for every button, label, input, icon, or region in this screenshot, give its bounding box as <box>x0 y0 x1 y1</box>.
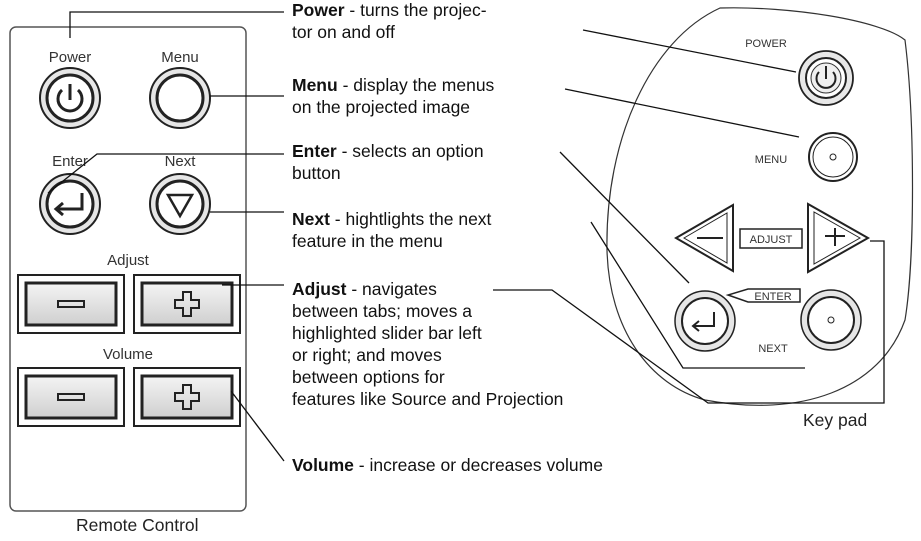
next-desc-line2: feature in the menu <box>292 231 443 251</box>
remote-power-button[interactable] <box>39 67 101 129</box>
keypad-enter-button[interactable] <box>674 290 736 352</box>
enter-term: Enter <box>292 141 337 161</box>
power-desc-line1: - turns the projec- <box>344 0 487 20</box>
adjust-desc-line4: or right; and moves <box>292 345 442 365</box>
enter-description: Enter - selects an option button <box>292 140 484 184</box>
remote-menu-label: Menu <box>161 49 199 66</box>
keypad-next-button[interactable] <box>800 289 862 351</box>
menu-desc-line2: on the projected image <box>292 97 471 117</box>
keypad-next-label: NEXT <box>758 343 788 355</box>
power-desc-line2: tor on and off <box>292 22 395 42</box>
keypad-caption: Key pad <box>803 410 868 430</box>
keypad-adjust-left-button[interactable] <box>674 203 734 273</box>
remote-adjust-plus-button[interactable] <box>133 274 241 334</box>
adjust-description: Adjust - navigates between tabs; moves a… <box>292 278 563 410</box>
callout-adjust-keypad <box>493 240 885 404</box>
remote-adjust-label: Adjust <box>107 252 150 269</box>
next-description: Next - hightlights the next feature in t… <box>292 208 491 252</box>
plus-icon <box>825 228 845 246</box>
next-desc-line1: - hightlights the next <box>329 209 492 229</box>
power-description: Power - turns the projec- tor on and off <box>292 0 487 43</box>
menu-term: Menu <box>292 75 338 95</box>
down-triangle-icon <box>165 193 195 219</box>
callout-menu-keypad <box>564 88 800 138</box>
power-term: Power <box>292 0 345 20</box>
remote-power-label: Power <box>49 49 92 66</box>
plus-icon <box>174 384 200 410</box>
remote-next-button[interactable] <box>149 173 211 235</box>
enter-arrow-icon <box>691 312 715 332</box>
volume-term: Volume <box>292 455 354 475</box>
callout-lines <box>47 11 885 462</box>
adjust-term: Adjust <box>292 279 347 299</box>
keypad-menu-button[interactable] <box>808 132 858 182</box>
keypad-adjust-label: ADJUST <box>750 234 793 246</box>
menu-description: Menu - display the menus on the projecte… <box>292 74 494 118</box>
remote-menu-button[interactable] <box>149 67 211 129</box>
minus-icon <box>57 393 85 401</box>
menu-desc-line1: - display the menus <box>337 75 495 95</box>
adjust-desc-line6: features like Source and Projection <box>292 389 564 409</box>
adjust-desc-line5: between options for <box>292 367 445 387</box>
remote-next-label: Next <box>165 153 197 170</box>
remote-enter-button[interactable] <box>39 173 101 235</box>
remote-caption: Remote Control <box>76 515 199 535</box>
callout-volume-remote <box>230 390 285 462</box>
remote-adjust-minus-button[interactable] <box>17 274 125 334</box>
enter-desc-line2: button <box>292 163 341 183</box>
callout-next-keypad <box>590 221 805 369</box>
keypad-enter-label: ENTER <box>754 291 791 303</box>
callout-enter-keypad <box>559 151 690 284</box>
enter-desc-line1: - selects an option <box>336 141 484 161</box>
next-term: Next <box>292 209 330 229</box>
remote-volume-minus-button[interactable] <box>17 367 125 427</box>
power-icon <box>815 66 837 89</box>
enter-arrow-icon <box>53 193 84 217</box>
keypad-adjust-label-box: ADJUST <box>739 228 803 249</box>
power-icon <box>56 84 84 113</box>
adjust-desc-line3: highlighted slider bar left <box>292 323 482 343</box>
remote-volume-plus-button[interactable] <box>133 367 241 427</box>
keypad-menu-label: MENU <box>755 154 787 166</box>
volume-description: Volume - increase or decreases volume <box>292 454 603 476</box>
remote-volume-label: Volume <box>103 346 153 363</box>
plus-icon <box>174 291 200 317</box>
adjust-desc-line1: - navigates <box>346 279 437 299</box>
volume-desc-line1: - increase or decreases volume <box>353 455 603 475</box>
callout-power-remote <box>69 11 284 38</box>
minus-icon <box>57 300 85 308</box>
keypad-enter-label-box: ENTER <box>725 288 801 303</box>
callout-power-keypad <box>582 29 797 73</box>
adjust-desc-line2: between tabs; moves a <box>292 301 472 321</box>
keypad-power-label: POWER <box>745 38 787 50</box>
callout-enter-remote <box>47 153 284 194</box>
keypad-adjust-right-button[interactable] <box>807 202 871 274</box>
keypad-power-button[interactable] <box>798 50 854 106</box>
remote-enter-label: Enter <box>52 153 88 170</box>
